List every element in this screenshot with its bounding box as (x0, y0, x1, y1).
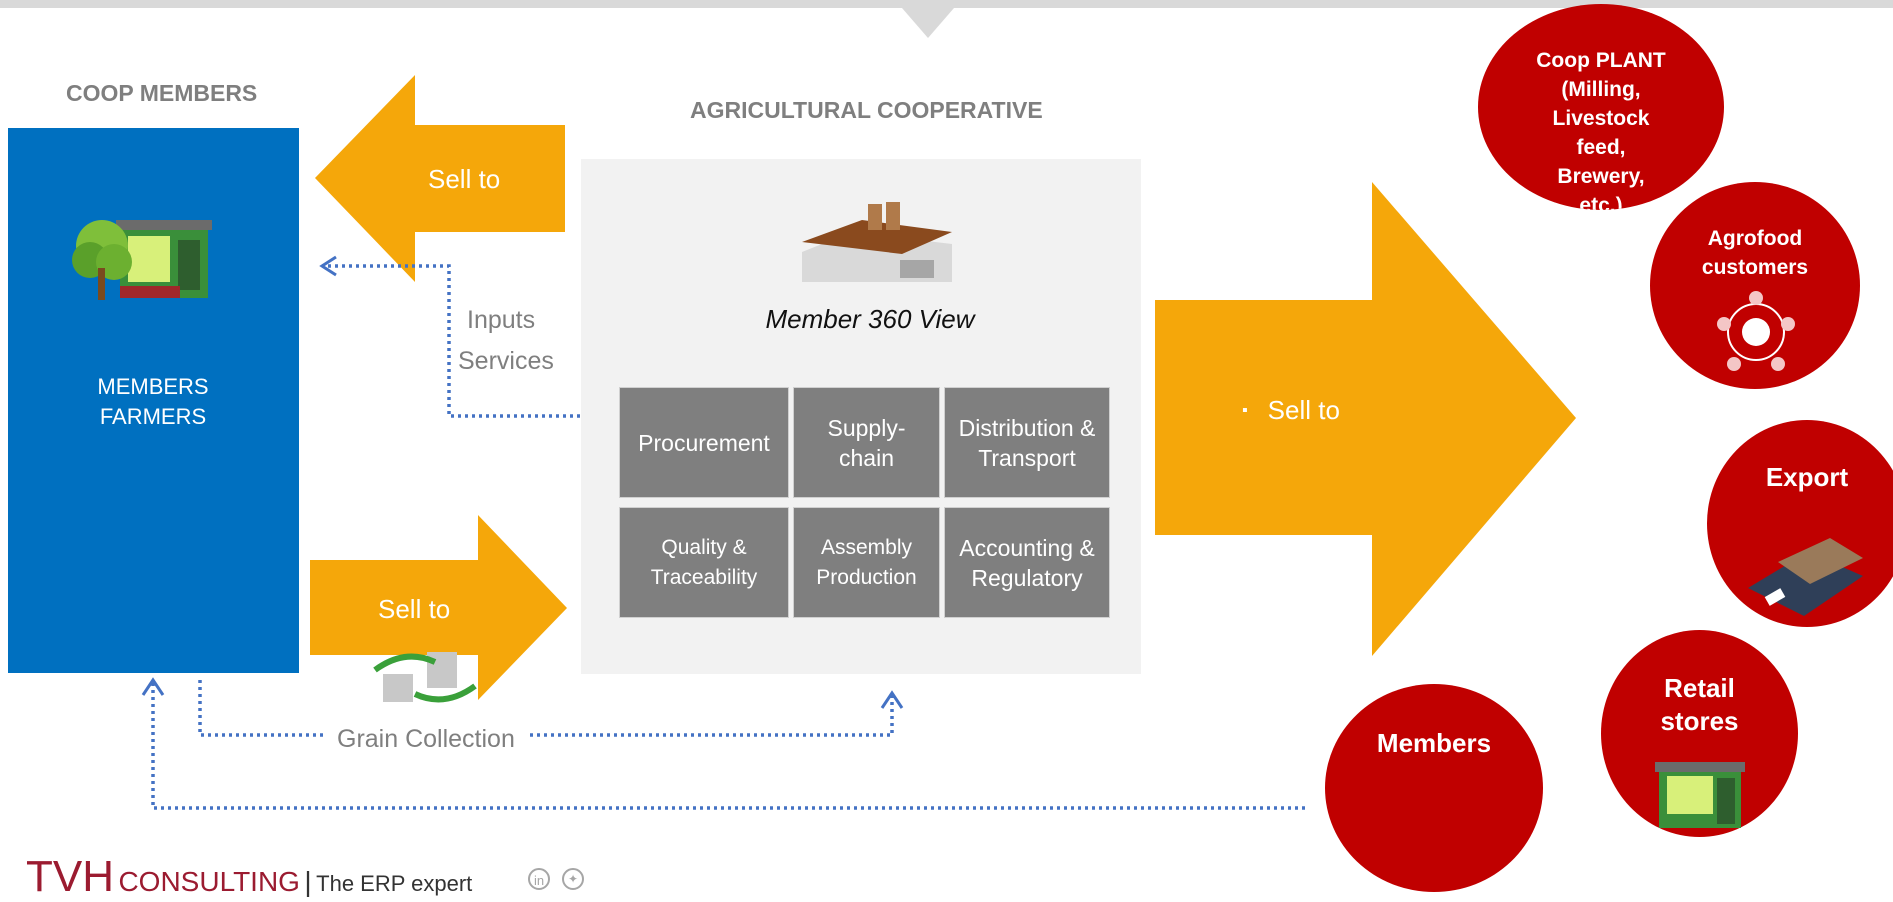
function-accounting-regulatory: Accounting & Regulatory (944, 507, 1110, 618)
top-banner-notch (902, 8, 954, 38)
sell-to-left-arrow (315, 75, 565, 282)
members-panel (8, 128, 299, 673)
agrofood-customers-label: Agrofood customers (1701, 227, 1809, 279)
sell-to-right-arrow (310, 515, 567, 700)
inputs-label: Inputs (467, 306, 536, 334)
function-procurement: Procurement (619, 387, 789, 498)
members-return-connector (151, 680, 1305, 810)
coop-plant-circle: Coop PLANT (Milling, Livestock feed, Bre… (1478, 4, 1724, 210)
function-quality-traceability: Quality & Traceability (619, 507, 789, 618)
factory-icon (802, 202, 952, 282)
farm-shop-icon (72, 220, 212, 300)
brand-consulting: CONSULTING (118, 866, 300, 897)
member-360-view-title: Member 360 View (765, 304, 975, 334)
bullet-icon: ▪ (1242, 402, 1248, 419)
sell-to-big-label: ▪Sell to (1242, 395, 1340, 425)
function-supply-chain: Supply- chain (793, 387, 940, 498)
grain-collection-connector (198, 680, 325, 737)
members-circle: Members (1325, 684, 1543, 892)
brand-separator: | (304, 866, 312, 897)
agrofood-customers-circle: Agrofood customers (1650, 182, 1860, 389)
export-building-icon (1748, 538, 1863, 616)
members-customer-label: Members (1376, 728, 1492, 758)
brand-tagline: The ERP expert (316, 871, 473, 896)
services-label: Services (458, 347, 554, 375)
grain-collection-label: Grain Collection (337, 725, 515, 753)
sell-to-right-label: Sell to (378, 594, 451, 624)
export-label: Export (1765, 462, 1849, 492)
twitter-icon[interactable]: ✦ (562, 868, 584, 890)
coop-members-heading: COOP MEMBERS (66, 80, 258, 106)
inputs-connector (322, 264, 580, 418)
top-banner-bar (0, 0, 1893, 8)
agricultural-cooperative-heading: AGRICULTURAL COOPERATIVE (690, 97, 1043, 123)
retail-store-icon (1655, 762, 1745, 828)
tvh-consulting-logo: TVH CONSULTING | The ERP expert (26, 852, 472, 902)
brand-tvh: TVH (26, 852, 114, 901)
grain-silo-icon (373, 652, 477, 703)
function-assembly-production: Assembly Production (793, 507, 940, 618)
sell-to-big-arrow (1155, 182, 1576, 656)
linkedin-icon[interactable]: in (528, 868, 550, 890)
customer-network-icon (1717, 291, 1795, 371)
members-farmers-label: MEMBERS FARMERS (97, 374, 209, 429)
retail-stores-label: Retail stores (1660, 673, 1739, 736)
function-distribution-transport: Distribution & Transport (944, 387, 1110, 498)
sell-to-left-label: Sell to (428, 164, 501, 194)
